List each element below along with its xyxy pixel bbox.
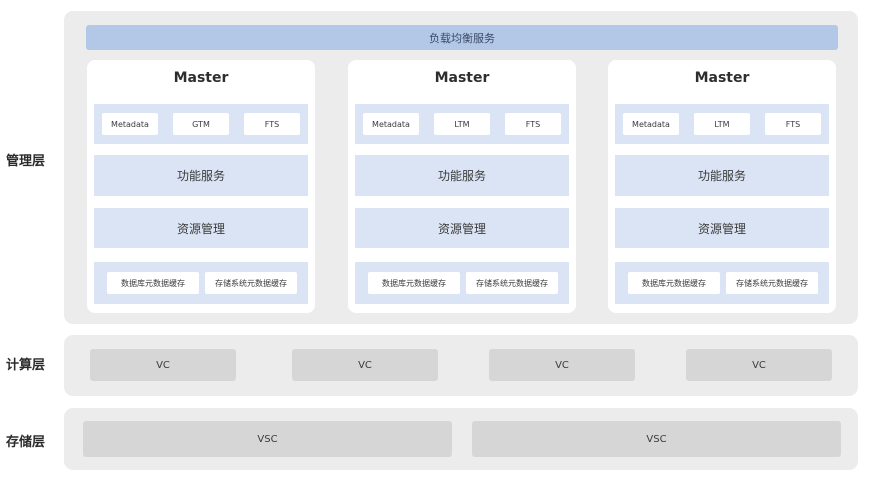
resource-management-band: 资源管理	[615, 208, 829, 248]
resource-management-band: 资源管理	[355, 208, 569, 248]
vc-node: VC	[489, 349, 635, 381]
metadata-module: Metadata	[363, 113, 419, 135]
vc-node: VC	[90, 349, 236, 381]
storage-layer-panel: VSC VSC	[64, 408, 858, 470]
master-title: Master	[694, 70, 750, 86]
vsc-node: VSC	[83, 421, 452, 457]
management-layer-label: 管理层	[6, 154, 46, 169]
cache-band: 数据库元数据缓存 存储系统元数据缓存	[355, 262, 569, 304]
storage-metadata-cache: 存储系统元数据缓存	[466, 272, 558, 294]
vc-node: VC	[686, 349, 832, 381]
master-node: Master Metadata GTM FTS 功能服务 资源管理 数据库元数据…	[87, 60, 315, 313]
resource-management-band: 资源管理	[94, 208, 308, 248]
module-band: Metadata GTM FTS	[94, 104, 308, 144]
compute-layer-panel: VC VC VC VC	[64, 335, 858, 396]
function-service-band: 功能服务	[615, 155, 829, 196]
load-balancer-bar: 负载均衡服务	[86, 25, 838, 50]
fts-module: FTS	[765, 113, 821, 135]
management-layer-panel: 负载均衡服务 Master Metadata GTM FTS 功能服务 资源管理…	[64, 11, 858, 324]
metadata-module: Metadata	[102, 113, 158, 135]
storage-metadata-cache: 存储系统元数据缓存	[726, 272, 818, 294]
cache-band: 数据库元数据缓存 存储系统元数据缓存	[94, 262, 308, 304]
vsc-node: VSC	[472, 421, 841, 457]
storage-metadata-cache: 存储系统元数据缓存	[205, 272, 297, 294]
function-service-band: 功能服务	[355, 155, 569, 196]
vc-node: VC	[292, 349, 438, 381]
master-node: Master Metadata LTM FTS 功能服务 资源管理 数据库元数据…	[348, 60, 576, 313]
database-metadata-cache: 数据库元数据缓存	[107, 272, 199, 294]
compute-layer-label: 计算层	[6, 358, 46, 373]
function-service-band: 功能服务	[94, 155, 308, 196]
storage-layer-label: 存储层	[6, 435, 46, 450]
metadata-module: Metadata	[623, 113, 679, 135]
ltm-module: LTM	[694, 113, 750, 135]
module-band: Metadata LTM FTS	[615, 104, 829, 144]
master-node: Master Metadata LTM FTS 功能服务 资源管理 数据库元数据…	[608, 60, 836, 313]
gtm-module: GTM	[173, 113, 229, 135]
module-band: Metadata LTM FTS	[355, 104, 569, 144]
master-title: Master	[434, 70, 490, 86]
cache-band: 数据库元数据缓存 存储系统元数据缓存	[615, 262, 829, 304]
database-metadata-cache: 数据库元数据缓存	[628, 272, 720, 294]
ltm-module: LTM	[434, 113, 490, 135]
database-metadata-cache: 数据库元数据缓存	[368, 272, 460, 294]
fts-module: FTS	[505, 113, 561, 135]
master-title: Master	[173, 70, 229, 86]
fts-module: FTS	[244, 113, 300, 135]
